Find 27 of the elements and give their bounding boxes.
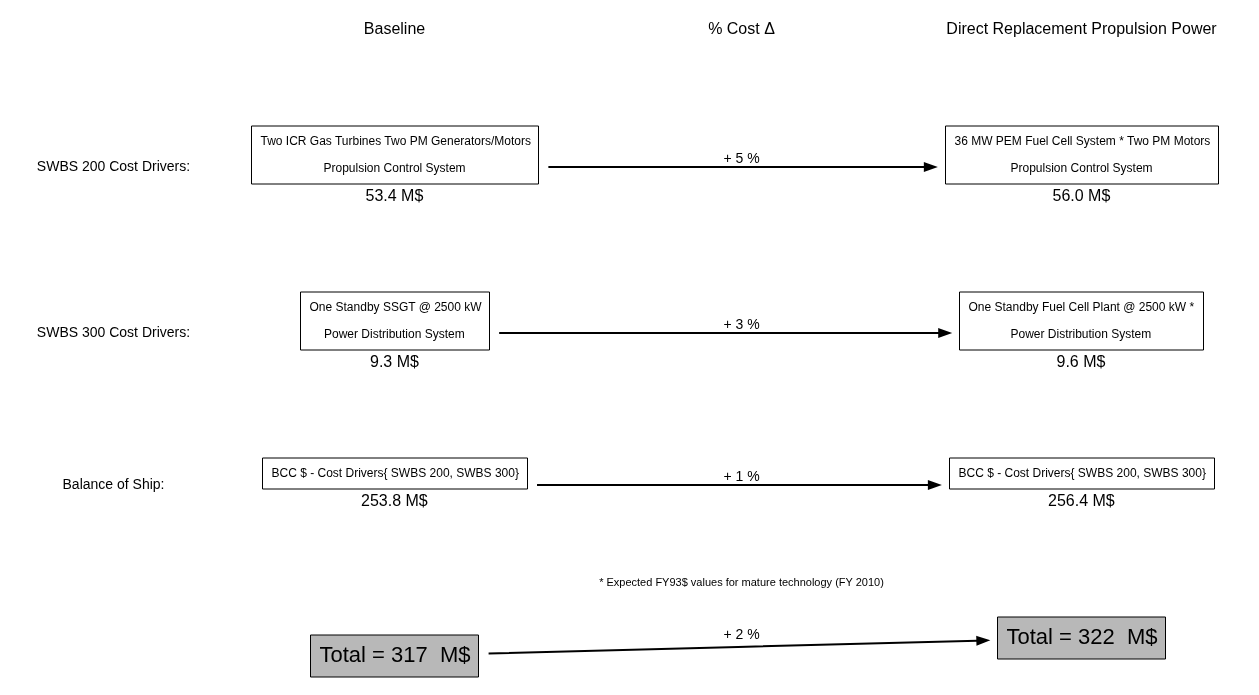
node-box: One Standby SSGT @ 2500 kW Power Distribution System — [300, 291, 490, 351]
node-label: 56.0 M$ — [1052, 186, 1111, 204]
node-box: One Standby Fuel Cell Plant @ 2500 kW * Power Distribution System — [959, 291, 1204, 351]
label: Direct Replacement Propulsion Power — [946, 19, 1217, 37]
node-label: 9.3 M$ — [370, 352, 419, 370]
node-box: BCC $ - Cost Drivers{ SWBS 200, SWBS 300} — [262, 457, 528, 490]
node-label: 253.8 M$ — [361, 491, 428, 509]
node-box: BCC $ - Cost Drivers{ SWBS 200, SWBS 300} — [949, 457, 1215, 490]
arrow — [498, 328, 953, 338]
node-box: 36 MW PEM Fuel Cell System * Two PM Motors Propulsion Control System — [945, 125, 1219, 185]
label: * Expected FY93$ values for mature technology (FY 2010) — [599, 575, 884, 588]
arrow — [487, 635, 991, 655]
label: SWBS 300 Cost Drivers: — [36, 323, 191, 340]
label: Baseline — [363, 19, 426, 37]
node-label: 9.6 M$ — [1056, 352, 1106, 370]
arrow — [536, 480, 942, 490]
edge-label: + 2 % — [723, 626, 760, 643]
node-label: 53.4 M$ — [365, 186, 424, 204]
node-box: Two ICR Gas Turbines Two PM Generators/Motors Propulsion Control System — [251, 125, 539, 185]
node-label: 256.4 M$ — [1048, 491, 1115, 509]
edge-label: + 3 % — [723, 316, 760, 333]
edge-label: + 5 % — [723, 150, 760, 167]
label: % Cost Δ — [708, 19, 775, 37]
edge-label: + 1 % — [723, 468, 760, 485]
label: SWBS 200 Cost Drivers: — [36, 157, 191, 174]
arrow — [547, 162, 938, 172]
label: Balance of Ship: — [62, 475, 165, 492]
